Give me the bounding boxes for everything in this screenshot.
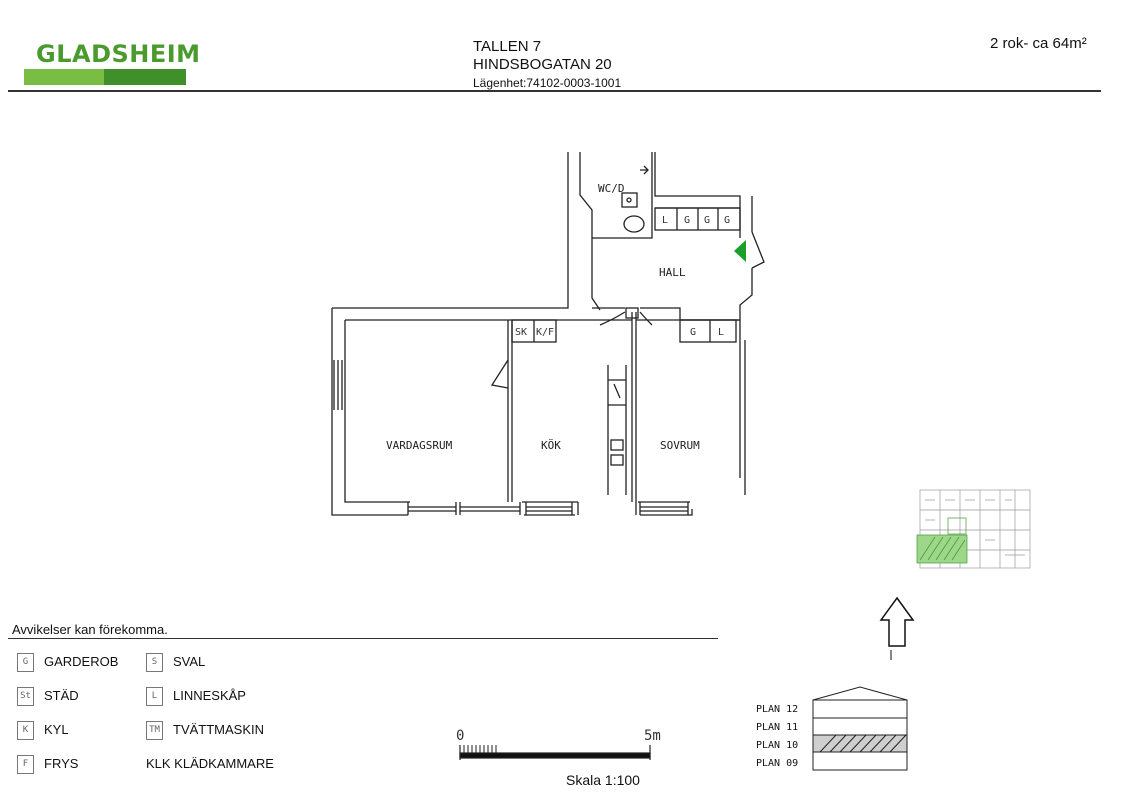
legend-label: SVAL bbox=[173, 654, 206, 669]
room-wc: WC/D bbox=[598, 182, 625, 195]
closet-label: G bbox=[684, 215, 690, 226]
apartment-size: 2 rok- ca 64m² bbox=[990, 35, 1087, 52]
legend-label: STÄD bbox=[44, 688, 79, 703]
closet-label: SK bbox=[515, 327, 527, 338]
scale-end: 5m bbox=[644, 728, 661, 744]
closet-label: G bbox=[704, 215, 710, 226]
legend-code: K bbox=[17, 721, 34, 740]
legend-label: FRYS bbox=[44, 756, 79, 771]
key-plan-thumbnail bbox=[916, 489, 1031, 569]
street-address: HINDSBOGATAN 20 bbox=[473, 56, 612, 73]
legend-code: F bbox=[17, 755, 34, 774]
logo-text: GLADSHEIM bbox=[36, 40, 201, 68]
closet-label: L bbox=[718, 327, 724, 338]
room-kitchen: KÖK bbox=[541, 439, 561, 452]
room-bedroom: SOVRUM bbox=[660, 439, 700, 452]
legend-label: KLK KLÄDKAMMARE bbox=[146, 756, 274, 771]
apartment-number: Lägenhet:74102-0003-1001 bbox=[473, 76, 622, 90]
room-hall: HALL bbox=[659, 266, 686, 279]
closet-label: L bbox=[662, 215, 668, 226]
legend-code: L bbox=[146, 687, 163, 706]
floor-stack bbox=[812, 686, 908, 771]
legend-code: TM bbox=[146, 721, 163, 740]
closet-label: G bbox=[724, 215, 730, 226]
floor-label: PLAN 09 bbox=[756, 758, 798, 769]
legend-label: GARDEROB bbox=[44, 654, 119, 669]
disclaimer-divider bbox=[8, 638, 718, 639]
legend-label: LINNESKÅP bbox=[173, 688, 246, 703]
closet-label: K/F bbox=[536, 327, 554, 338]
property-title: TALLEN 7 bbox=[473, 38, 542, 55]
scale-bar bbox=[459, 745, 651, 760]
north-arrow-icon bbox=[879, 596, 915, 660]
disclaimer: Avvikelser kan förekomma. bbox=[12, 622, 168, 637]
entrance-marker-icon bbox=[734, 240, 746, 262]
header-divider bbox=[8, 90, 1101, 92]
floor-label: PLAN 10 bbox=[756, 740, 798, 751]
legend-code: St bbox=[17, 687, 34, 706]
floor-label: PLAN 12 bbox=[756, 704, 798, 715]
legend-label: TVÄTTMASKIN bbox=[173, 722, 265, 737]
legend-code: G bbox=[17, 653, 34, 672]
room-living: VARDAGSRUM bbox=[386, 439, 453, 452]
closet-label: G bbox=[690, 327, 696, 338]
legend-label: KYL bbox=[44, 722, 69, 737]
logo-bar bbox=[24, 69, 186, 85]
legend-code: S bbox=[146, 653, 163, 672]
scale-start: 0 bbox=[456, 728, 464, 744]
floor-label: PLAN 11 bbox=[756, 722, 798, 733]
scale-label: Skala 1:100 bbox=[566, 772, 640, 788]
